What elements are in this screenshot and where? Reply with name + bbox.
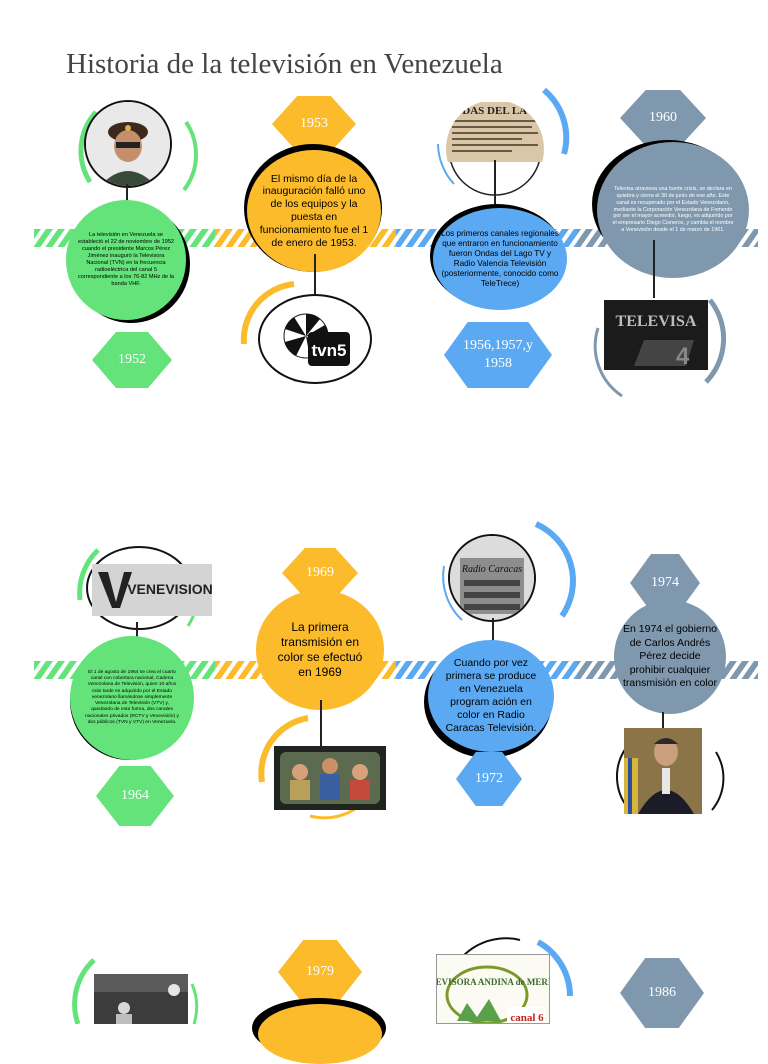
year-label: 1972 bbox=[475, 770, 503, 786]
event-circle-1964: El 1 de agosto de 1964 se crea el cuarto… bbox=[70, 636, 194, 760]
event-circle-1956: Los primeros canales regionales que entr… bbox=[433, 208, 567, 310]
bw-studio-photo-art bbox=[94, 974, 188, 1024]
tvn5-caption: tvn5 bbox=[312, 341, 347, 360]
televisora-andina-logo-image: TELEVISORA ANDINA de MERIDA canal 6 bbox=[436, 954, 550, 1024]
connector-line bbox=[136, 622, 138, 644]
year-badge-1979: 1979 bbox=[278, 940, 362, 1004]
year-badge-1969: 1969 bbox=[282, 548, 358, 598]
event-circle-1972: Cuando por vez primera se produce en Ven… bbox=[428, 640, 554, 752]
year-badge-1953: 1953 bbox=[272, 96, 356, 152]
newspaper-headline: ONDAS DEL LAGO bbox=[446, 105, 544, 117]
page-title: Historia de la televisión en Venezuela bbox=[66, 48, 503, 80]
venevision-logo-image: VENEVISION bbox=[92, 564, 212, 616]
event-circle-1979 bbox=[258, 1004, 382, 1064]
event-circle-1969: La primera transmisión en color se efect… bbox=[256, 590, 384, 710]
event-image-frame: ONDAS DEL LAGO bbox=[446, 100, 544, 198]
andina-channel: canal 6 bbox=[510, 1012, 544, 1024]
year-badge-1960: 1960 bbox=[620, 90, 706, 146]
event-circle-1974: En 1974 el gobierno de Carlos Andrés Pér… bbox=[614, 600, 726, 714]
televisora-andina-logo-art: TELEVISORA ANDINA de MERIDA canal 6 bbox=[437, 955, 549, 1024]
event-circle-1960: Televisa atraviesa una fuerte crisis, se… bbox=[597, 142, 749, 278]
event-text: Televisa atraviesa una fuerte crisis, se… bbox=[612, 186, 734, 233]
year-label: 1964 bbox=[121, 787, 149, 803]
event-text: Cuando por vez primera se produce en Ven… bbox=[445, 656, 537, 735]
event-text: La primera transmisión en color se efect… bbox=[277, 620, 363, 679]
decorative-arc-green bbox=[72, 958, 199, 1024]
year-label: 1969 bbox=[306, 564, 334, 580]
connector-line bbox=[494, 160, 496, 216]
color-tv-still-image bbox=[274, 746, 386, 810]
color-tv-still-art bbox=[274, 746, 386, 810]
connector-line bbox=[320, 700, 322, 750]
year-badge-1986: 1986 bbox=[620, 958, 704, 1028]
event-text: El 1 de agosto de 1964 se crea el cuarto… bbox=[85, 669, 179, 725]
event-circle-1953: El mismo día de la inauguración falló un… bbox=[247, 150, 381, 272]
event-text: Los primeros canales regionales que entr… bbox=[441, 229, 559, 288]
year-badge-1972: 1972 bbox=[456, 752, 522, 806]
event-circle-1952: La televisión en Venezuela se estableció… bbox=[66, 200, 186, 320]
connector-line bbox=[653, 240, 655, 298]
year-label: 1986 bbox=[648, 984, 676, 1000]
event-text: En 1974 el gobierno de Carlos Andrés Pér… bbox=[623, 622, 717, 690]
decorative-arc-blue bbox=[437, 87, 570, 185]
televisa-caption: TELEVISA bbox=[616, 313, 697, 330]
president-portrait-art bbox=[624, 728, 702, 814]
radio-caracas-building-image: Radio Caracas bbox=[450, 536, 534, 620]
andina-caption: TELEVISORA ANDINA de MERIDA bbox=[437, 977, 549, 987]
year-label: 1960 bbox=[649, 109, 677, 125]
portrait-officer-image bbox=[86, 102, 170, 186]
year-label: 1956,1957,y 1958 bbox=[463, 337, 533, 371]
event-text: La televisión en Venezuela se estableció… bbox=[77, 232, 175, 287]
televisa-logo-image: TELEVISA 4 bbox=[604, 300, 708, 370]
president-portrait-image bbox=[624, 728, 702, 814]
decorative-arc-slate bbox=[593, 298, 727, 398]
year-badge-1952: 1952 bbox=[92, 332, 172, 388]
venevision-logo-art: VENEVISION bbox=[92, 564, 212, 616]
newspaper-clip-image: ONDAS DEL LAGO bbox=[446, 102, 544, 196]
connector-line bbox=[314, 254, 316, 302]
bw-studio-photo-image bbox=[94, 974, 188, 1024]
decorative-arc-blue bbox=[442, 521, 576, 621]
year-badge-1964: 1964 bbox=[96, 766, 174, 826]
year-label: 1974 bbox=[651, 574, 679, 590]
venevision-caption: VENEVISION bbox=[127, 581, 212, 597]
connector-line bbox=[492, 618, 494, 648]
event-image-frame: tvn5 bbox=[258, 294, 372, 384]
tvn5-logo-image: tvn5 bbox=[283, 313, 350, 366]
connector-line bbox=[662, 712, 664, 732]
svg-text:4: 4 bbox=[676, 343, 690, 370]
connector-line bbox=[126, 184, 128, 202]
event-image-frame bbox=[84, 100, 172, 188]
televisa-logo-art: TELEVISA 4 bbox=[604, 300, 708, 370]
year-label: 1952 bbox=[118, 351, 146, 367]
event-image-frame: Radio Caracas bbox=[448, 534, 536, 622]
year-label: 1953 bbox=[300, 115, 328, 131]
year-badge-1956-1958: 1956,1957,y 1958 bbox=[444, 322, 552, 388]
year-label: 1979 bbox=[306, 963, 334, 979]
event-text: El mismo día de la inauguración falló un… bbox=[259, 172, 369, 249]
building-sign: Radio Caracas bbox=[461, 564, 522, 575]
